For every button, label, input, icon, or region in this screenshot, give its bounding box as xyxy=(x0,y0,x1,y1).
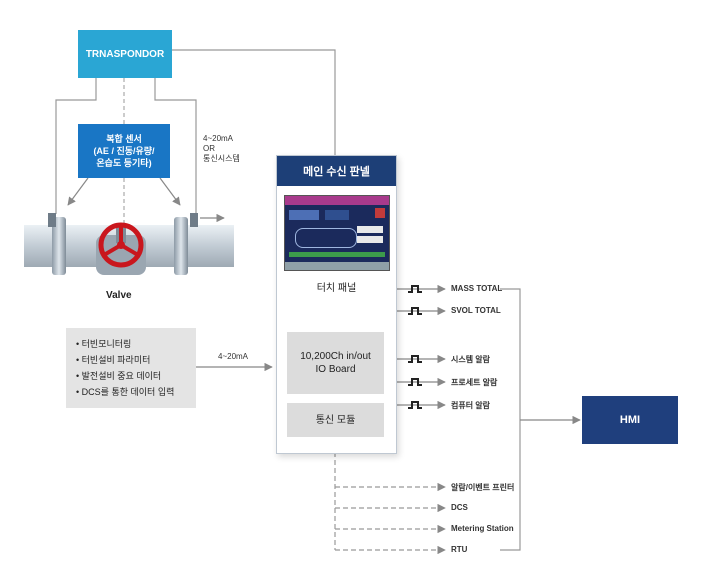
transponder-panel-line xyxy=(172,49,336,155)
sensor-label-line-2: (AE / 진동/유량/ xyxy=(93,146,155,156)
input-signal-label: 4~20mA xyxy=(218,352,249,361)
signal-note-line-3: 통신시스템 xyxy=(203,154,240,163)
comm-module-label: 통신 모듈 xyxy=(315,414,356,426)
pipe-valve-illustration xyxy=(24,213,234,275)
list-item: • 터빈설비 파라미터 xyxy=(76,355,151,365)
touch-screen-display xyxy=(284,195,390,271)
hmi-label: HMI xyxy=(619,414,641,426)
hmi-box: HMI xyxy=(582,396,678,444)
pulse-symbols xyxy=(408,285,422,409)
input-data-list: • 터빈모니터링 • 터빈설비 파라미터 • 발전설비 중요 데이터 • DCS… xyxy=(66,328,196,408)
output-label-printer: 알람/이벤트 프린터 xyxy=(451,483,515,492)
io-board-line-1: 10,200Ch in/out xyxy=(300,351,371,362)
sensor-label-line-3: 온습도 등기타) xyxy=(96,158,152,168)
signal-note-line-1: 4~20mA xyxy=(203,134,234,143)
list-item: • 터빈모니터링 xyxy=(76,339,132,349)
valve-handwheel-icon xyxy=(98,222,144,268)
list-item: • DCS를 통한 데이터 입력 xyxy=(76,387,175,397)
output-label-svol-total: SVOL TOTAL xyxy=(451,306,501,315)
touch-panel-label: 터치 패널 xyxy=(316,283,357,294)
list-item: • 발전설비 중요 데이터 xyxy=(76,371,162,381)
transponder-box: TRNASPONDOR xyxy=(78,30,172,78)
panel-title: 메인 수신 판넬 xyxy=(303,166,370,178)
output-label-dcs: DCS xyxy=(451,503,468,512)
sensor-label-line-1: 복합 센서 xyxy=(106,134,142,144)
signal-note-line-2: OR xyxy=(203,144,215,153)
comm-module-box: 통신 모듈 xyxy=(287,403,384,437)
io-board-line-2: IO Board xyxy=(315,364,356,375)
output-label-metering-station: Metering Station xyxy=(451,524,514,533)
output-label-rtu: RTU xyxy=(451,545,468,554)
valve-label: Valve xyxy=(106,290,132,301)
output-label-process-alarm: 프로세트 알람 xyxy=(451,378,498,387)
output-label-system-alarm: 시스템 알람 xyxy=(451,355,491,364)
transponder-label: TRNASPONDOR xyxy=(85,48,165,60)
output-label-mass-total: MASS TOTAL xyxy=(451,284,503,293)
io-board-box: 10,200Ch in/out IO Board xyxy=(287,332,384,394)
composite-sensor-box: 복합 센서 (AE / 진동/유량/ 온습도 등기타) xyxy=(78,124,170,178)
signal-note: 4~20mA OR 통신시스템 xyxy=(203,134,240,164)
panel-header: 메인 수신 판넬 xyxy=(277,156,396,186)
output-label-computer-alarm: 컴퓨터 알람 xyxy=(451,401,491,410)
main-receiver-panel: 메인 수신 판넬 터치 패널 10,200Ch in/out IO Board … xyxy=(276,155,397,454)
